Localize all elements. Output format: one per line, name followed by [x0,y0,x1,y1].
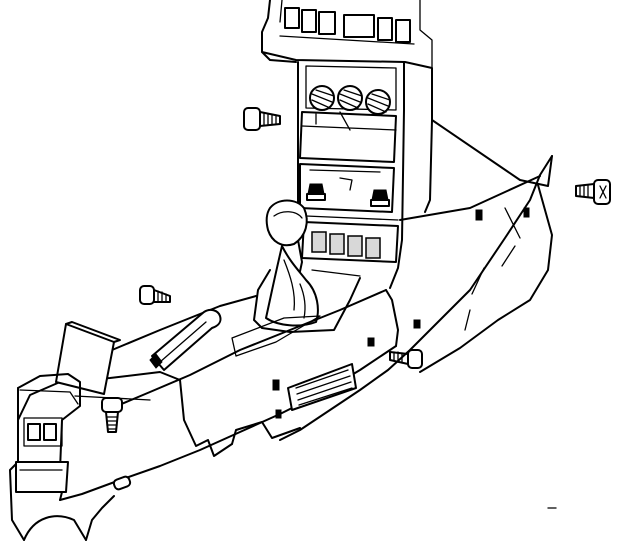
vent-right-icon [365,89,391,115]
side-vent-grille [287,363,357,411]
rear-switch-2 [43,423,57,441]
screw-mid-left-icon [139,285,171,305]
screw-right-icon [575,179,611,205]
nut-left-icon [306,183,326,201]
shift-knob-icon [265,199,308,247]
nut-right-icon [370,189,390,207]
radio-slot [299,111,397,163]
console-body [17,199,399,501]
switch-1 [311,231,327,253]
dash-upper-housing [261,0,433,213]
screw-lower-mid-icon [389,349,423,369]
screw-top-left-icon [243,107,281,131]
top-switch-2 [301,9,317,33]
switch-4 [365,237,381,259]
rear-ashtray [15,461,69,493]
top-switch-5 [377,17,393,41]
armrest-lid [55,321,121,395]
switch-2 [329,233,345,255]
side-trim-panel [279,119,553,441]
side-slot [112,475,132,491]
rear-console-box [9,373,115,541]
top-switch-3 [318,11,336,35]
top-switch-4 [343,14,375,38]
switch-3 [347,235,363,257]
vent-left-icon [309,85,335,111]
vent-center-icon [337,85,363,111]
top-switch-1 [284,7,300,29]
rear-switch-1 [27,423,41,441]
screw-front-icon [101,397,123,433]
top-switch-6 [395,19,411,43]
center-stack-bezel [283,61,405,309]
